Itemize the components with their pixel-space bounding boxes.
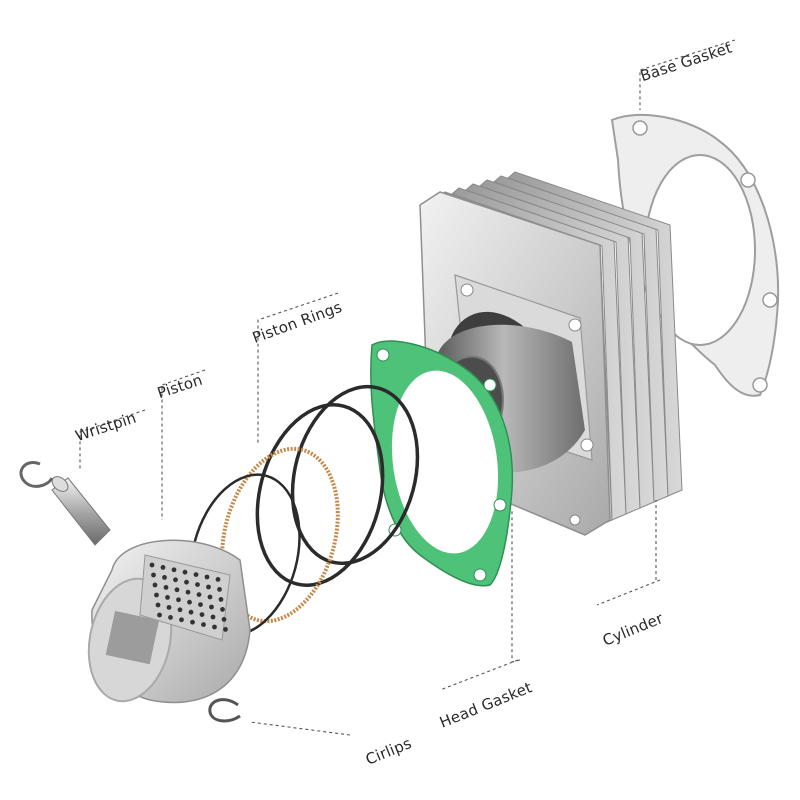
piston-oil-hole xyxy=(220,607,225,612)
piston-oil-hole xyxy=(173,577,178,583)
piston-oil-hole xyxy=(149,562,155,568)
piston-oil-hole xyxy=(199,612,205,617)
piston-oil-hole xyxy=(162,575,167,580)
piston-oil-hole xyxy=(182,569,188,575)
head-gasket xyxy=(370,340,514,587)
piston-oil-hole xyxy=(223,627,228,632)
piston xyxy=(87,539,251,704)
piston-oil-hole xyxy=(166,605,172,610)
piston-oil-hole xyxy=(187,599,192,605)
piston-oil-hole xyxy=(218,597,224,602)
piston-oil-hole xyxy=(204,574,210,580)
piston-oil-hole xyxy=(154,592,159,598)
piston-oil-hole xyxy=(184,579,189,585)
piston-oil-hole xyxy=(221,617,227,622)
piston-oil-hole xyxy=(207,594,213,600)
cylinder-fin xyxy=(507,171,683,497)
piston-oil-hole xyxy=(212,624,217,630)
piston-oil-hole xyxy=(155,602,161,608)
piston-oil-hole xyxy=(174,587,180,593)
piston-oil-hole xyxy=(198,602,203,607)
piston-oil-hole xyxy=(188,609,194,615)
piston-oil-hole xyxy=(210,614,216,620)
piston-oil-hole xyxy=(209,604,214,610)
piston-oil-hole xyxy=(151,572,156,578)
leader-lines xyxy=(79,39,736,736)
piston-oil-hole xyxy=(176,597,181,603)
piston-oil-hole xyxy=(201,622,206,627)
piston-oil-hole xyxy=(171,567,177,573)
piston-oil-hole xyxy=(195,582,200,587)
piston-oil-hole xyxy=(215,577,221,582)
piston-oil-hole xyxy=(185,589,191,595)
piston-oil-hole xyxy=(193,572,199,577)
circlips xyxy=(19,461,241,723)
piston-oil-hole xyxy=(163,585,169,590)
piston-oil-hole xyxy=(160,565,166,570)
piston-oil-hole xyxy=(179,617,184,623)
wristpin xyxy=(51,476,111,546)
piston-oil-hole xyxy=(190,619,195,625)
piston-oil-hole xyxy=(206,584,211,590)
base-gasket xyxy=(610,113,780,397)
piston-oil-hole xyxy=(152,582,158,588)
piston-oil-hole xyxy=(168,615,173,620)
piston-oil-hole xyxy=(217,587,222,592)
piston-oil-hole xyxy=(157,612,162,618)
piston-oil-hole xyxy=(196,592,202,597)
piston-oil-hole xyxy=(177,607,183,613)
piston-oil-hole xyxy=(165,595,170,600)
